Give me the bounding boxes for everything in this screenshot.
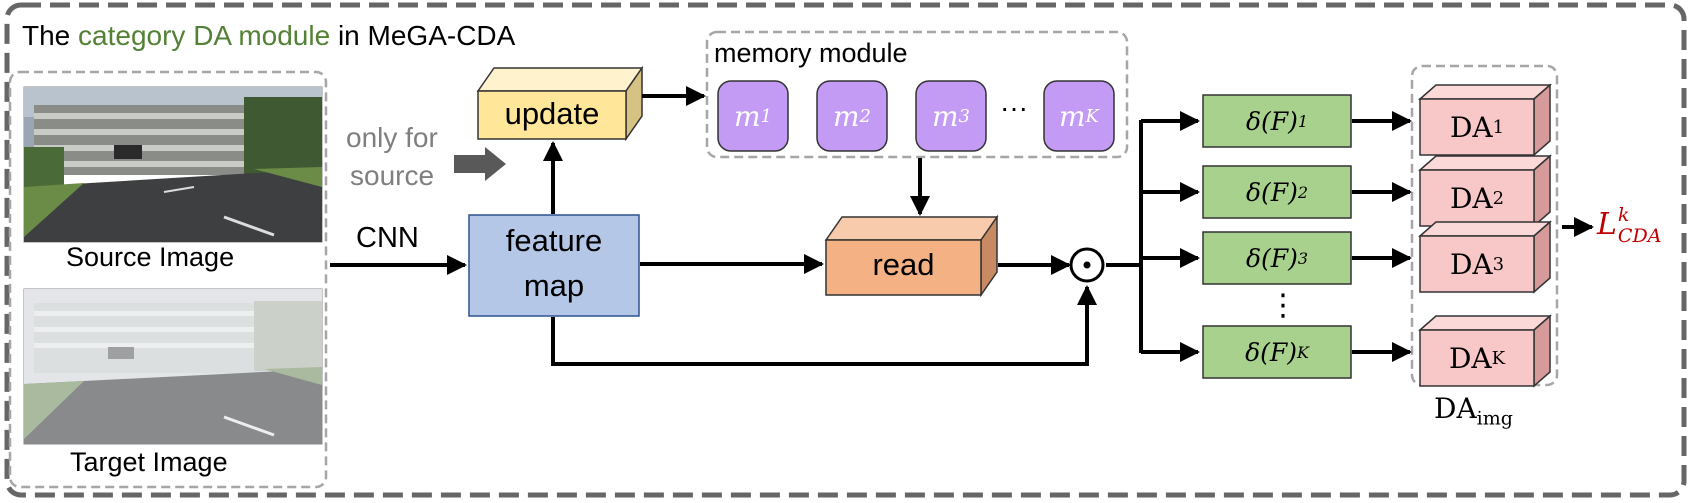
memory-module-frame — [705, 30, 1129, 159]
da-label-4-text: DA — [1448, 341, 1492, 375]
memory-slot-label-3-sub: 3 — [958, 105, 970, 127]
delta-label-3-text: δ(F) — [1245, 243, 1298, 273]
cnn-label: CNN — [356, 222, 419, 254]
da-box-4 — [1418, 314, 1552, 388]
da-boxes-group — [1418, 83, 1552, 388]
outer-frame — [4, 2, 1687, 498]
da-img-sub: img — [1476, 407, 1513, 430]
delta-label-4: δ(F)K — [1203, 326, 1351, 378]
memory-slot-label-2-sub: 2 — [859, 105, 871, 127]
read-label: read — [872, 247, 935, 282]
title-prefix: The — [22, 20, 79, 51]
loss-base: L — [1597, 207, 1617, 242]
diagram-title: The category DA module in MeGA-CDA — [22, 20, 515, 52]
delta-label-4-sub: K — [1296, 342, 1309, 362]
da-img-text: DA — [1434, 392, 1477, 425]
operator-dot — [1083, 261, 1091, 269]
delta-boxes-group — [1202, 94, 1352, 379]
memory-slot-label-1-sub: 1 — [760, 105, 772, 127]
source-image-caption: Source Image — [66, 242, 235, 272]
loss-sub: CDA — [1617, 225, 1662, 247]
image-group-frame — [8, 70, 328, 489]
delta-vertical-ellipsis: ⋮ — [1268, 288, 1298, 323]
title-suffix: in MeGA-CDA — [330, 20, 516, 51]
target-image-caption: Target Image — [70, 447, 228, 477]
target-image — [24, 289, 322, 444]
memory-slot-label-1-text: m — [733, 99, 761, 133]
memory-slots-group — [717, 80, 1115, 152]
da-label-3-sub: 3 — [1492, 253, 1505, 275]
delta-label-1: δ(F)1 — [1203, 95, 1351, 147]
memory-slot-label-4-text: m — [1058, 99, 1086, 133]
da-label-2-text: DA — [1449, 181, 1493, 215]
da-label-1-sub: 1 — [1492, 116, 1505, 138]
da-label-3-text: DA — [1449, 247, 1493, 281]
da-label-4-sub: K — [1491, 347, 1506, 369]
source-image — [24, 87, 322, 242]
feature-map-box — [468, 214, 640, 317]
da-img-label: DAimg — [1434, 392, 1513, 430]
memory-slot-3 — [915, 80, 987, 152]
delta-label-4-text: δ(F) — [1245, 337, 1297, 367]
memory-slot-2 — [816, 80, 888, 152]
da-label-2-sub: 2 — [1492, 187, 1505, 209]
memory-ellipsis: ··· — [1000, 92, 1028, 123]
target-image-drawing — [24, 289, 322, 444]
loss-sup: k — [1617, 204, 1630, 226]
memory-slot-label-2-text: m — [832, 99, 860, 133]
delta-box-1 — [1202, 94, 1352, 148]
only-for-line2: source — [350, 160, 435, 191]
delta-label-1-text: δ(F) — [1245, 106, 1298, 136]
source-image-drawing — [24, 87, 322, 242]
only-for-line1: only for — [346, 122, 438, 153]
delta-box-3 — [1202, 231, 1352, 285]
da-label-1-text: DA — [1449, 110, 1493, 144]
delta-label-2: δ(F)2 — [1203, 166, 1351, 218]
read-box — [824, 214, 999, 298]
da-box-2 — [1418, 154, 1552, 228]
delta-label-3-sub: 3 — [1297, 248, 1309, 268]
memory-module-label: memory module — [714, 38, 908, 68]
memory-slot-1 — [717, 80, 789, 152]
da-box-1 — [1418, 83, 1552, 157]
delta-box-4 — [1202, 325, 1352, 379]
da-group-frame — [1410, 64, 1559, 387]
feature-map-label-line1: feature — [505, 223, 603, 258]
arrow-feature-skip-to-operator — [551, 285, 1097, 366]
title-highlight: category DA module — [78, 20, 331, 51]
da-box-3 — [1418, 220, 1552, 294]
delta-label-3: δ(F)3 — [1203, 232, 1351, 284]
delta-box-2 — [1202, 165, 1352, 219]
delta-label-2-sub: 2 — [1297, 182, 1309, 202]
only-for-source-arrow — [454, 147, 506, 181]
delta-label-1-sub: 1 — [1297, 111, 1309, 131]
update-label: update — [504, 96, 600, 131]
delta-label-2-text: δ(F) — [1245, 177, 1298, 207]
feature-map-label-line2: map — [523, 268, 585, 303]
memory-slot-label-3-text: m — [931, 99, 959, 133]
memory-slot-label-4-sub: K — [1085, 105, 1099, 127]
memory-slot-4 — [1043, 80, 1115, 152]
update-box — [476, 65, 644, 142]
